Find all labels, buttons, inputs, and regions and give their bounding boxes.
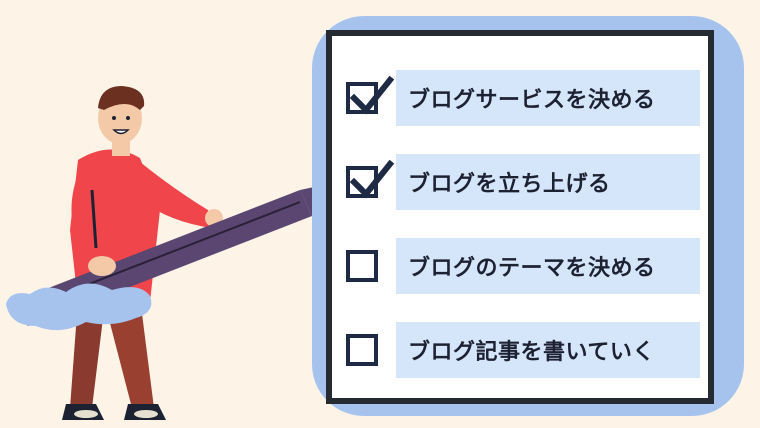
checkbox-unchecked[interactable] (346, 250, 378, 282)
person-right-leg (104, 298, 154, 408)
checkmark-icon (349, 75, 395, 115)
person-illustration (6, 86, 330, 420)
checkmark-icon (349, 159, 395, 199)
checklist-label: ブログサービスを決める (408, 88, 656, 113)
person-hair (98, 86, 145, 110)
checklist-label-band: ブログのテーマを決める (396, 238, 700, 294)
person-left-leg (70, 300, 104, 408)
cloud-scribble (6, 283, 152, 331)
checklist-item-1: ブログサービスを決める (346, 70, 700, 126)
checklist-item-2: ブログを立ち上げる (346, 154, 700, 210)
checkbox-checked[interactable] (346, 159, 395, 199)
checklist-label: ブログ記事を書いていく (408, 340, 655, 365)
checklist-label: ブログを立ち上げる (408, 172, 611, 197)
person-right-arm (140, 162, 212, 228)
checklist-label-band: ブログ記事を書いていく (396, 322, 700, 378)
checklist-board: ブログサービスを決める ブログを立ち上げる ブログのテーマを決める ブログ記事を… (326, 30, 714, 404)
checklist-item-3: ブログのテーマを決める (346, 238, 700, 294)
checklist-label: ブログのテーマを決める (408, 256, 656, 281)
checklist-item-4: ブログ記事を書いていく (346, 322, 700, 378)
checklist-label-band: ブログを立ち上げる (396, 154, 700, 210)
checkbox-unchecked[interactable] (346, 334, 378, 366)
checklist-label-band: ブログサービスを決める (396, 70, 700, 126)
checkbox-checked[interactable] (346, 75, 395, 115)
person-left-hand (88, 256, 116, 276)
